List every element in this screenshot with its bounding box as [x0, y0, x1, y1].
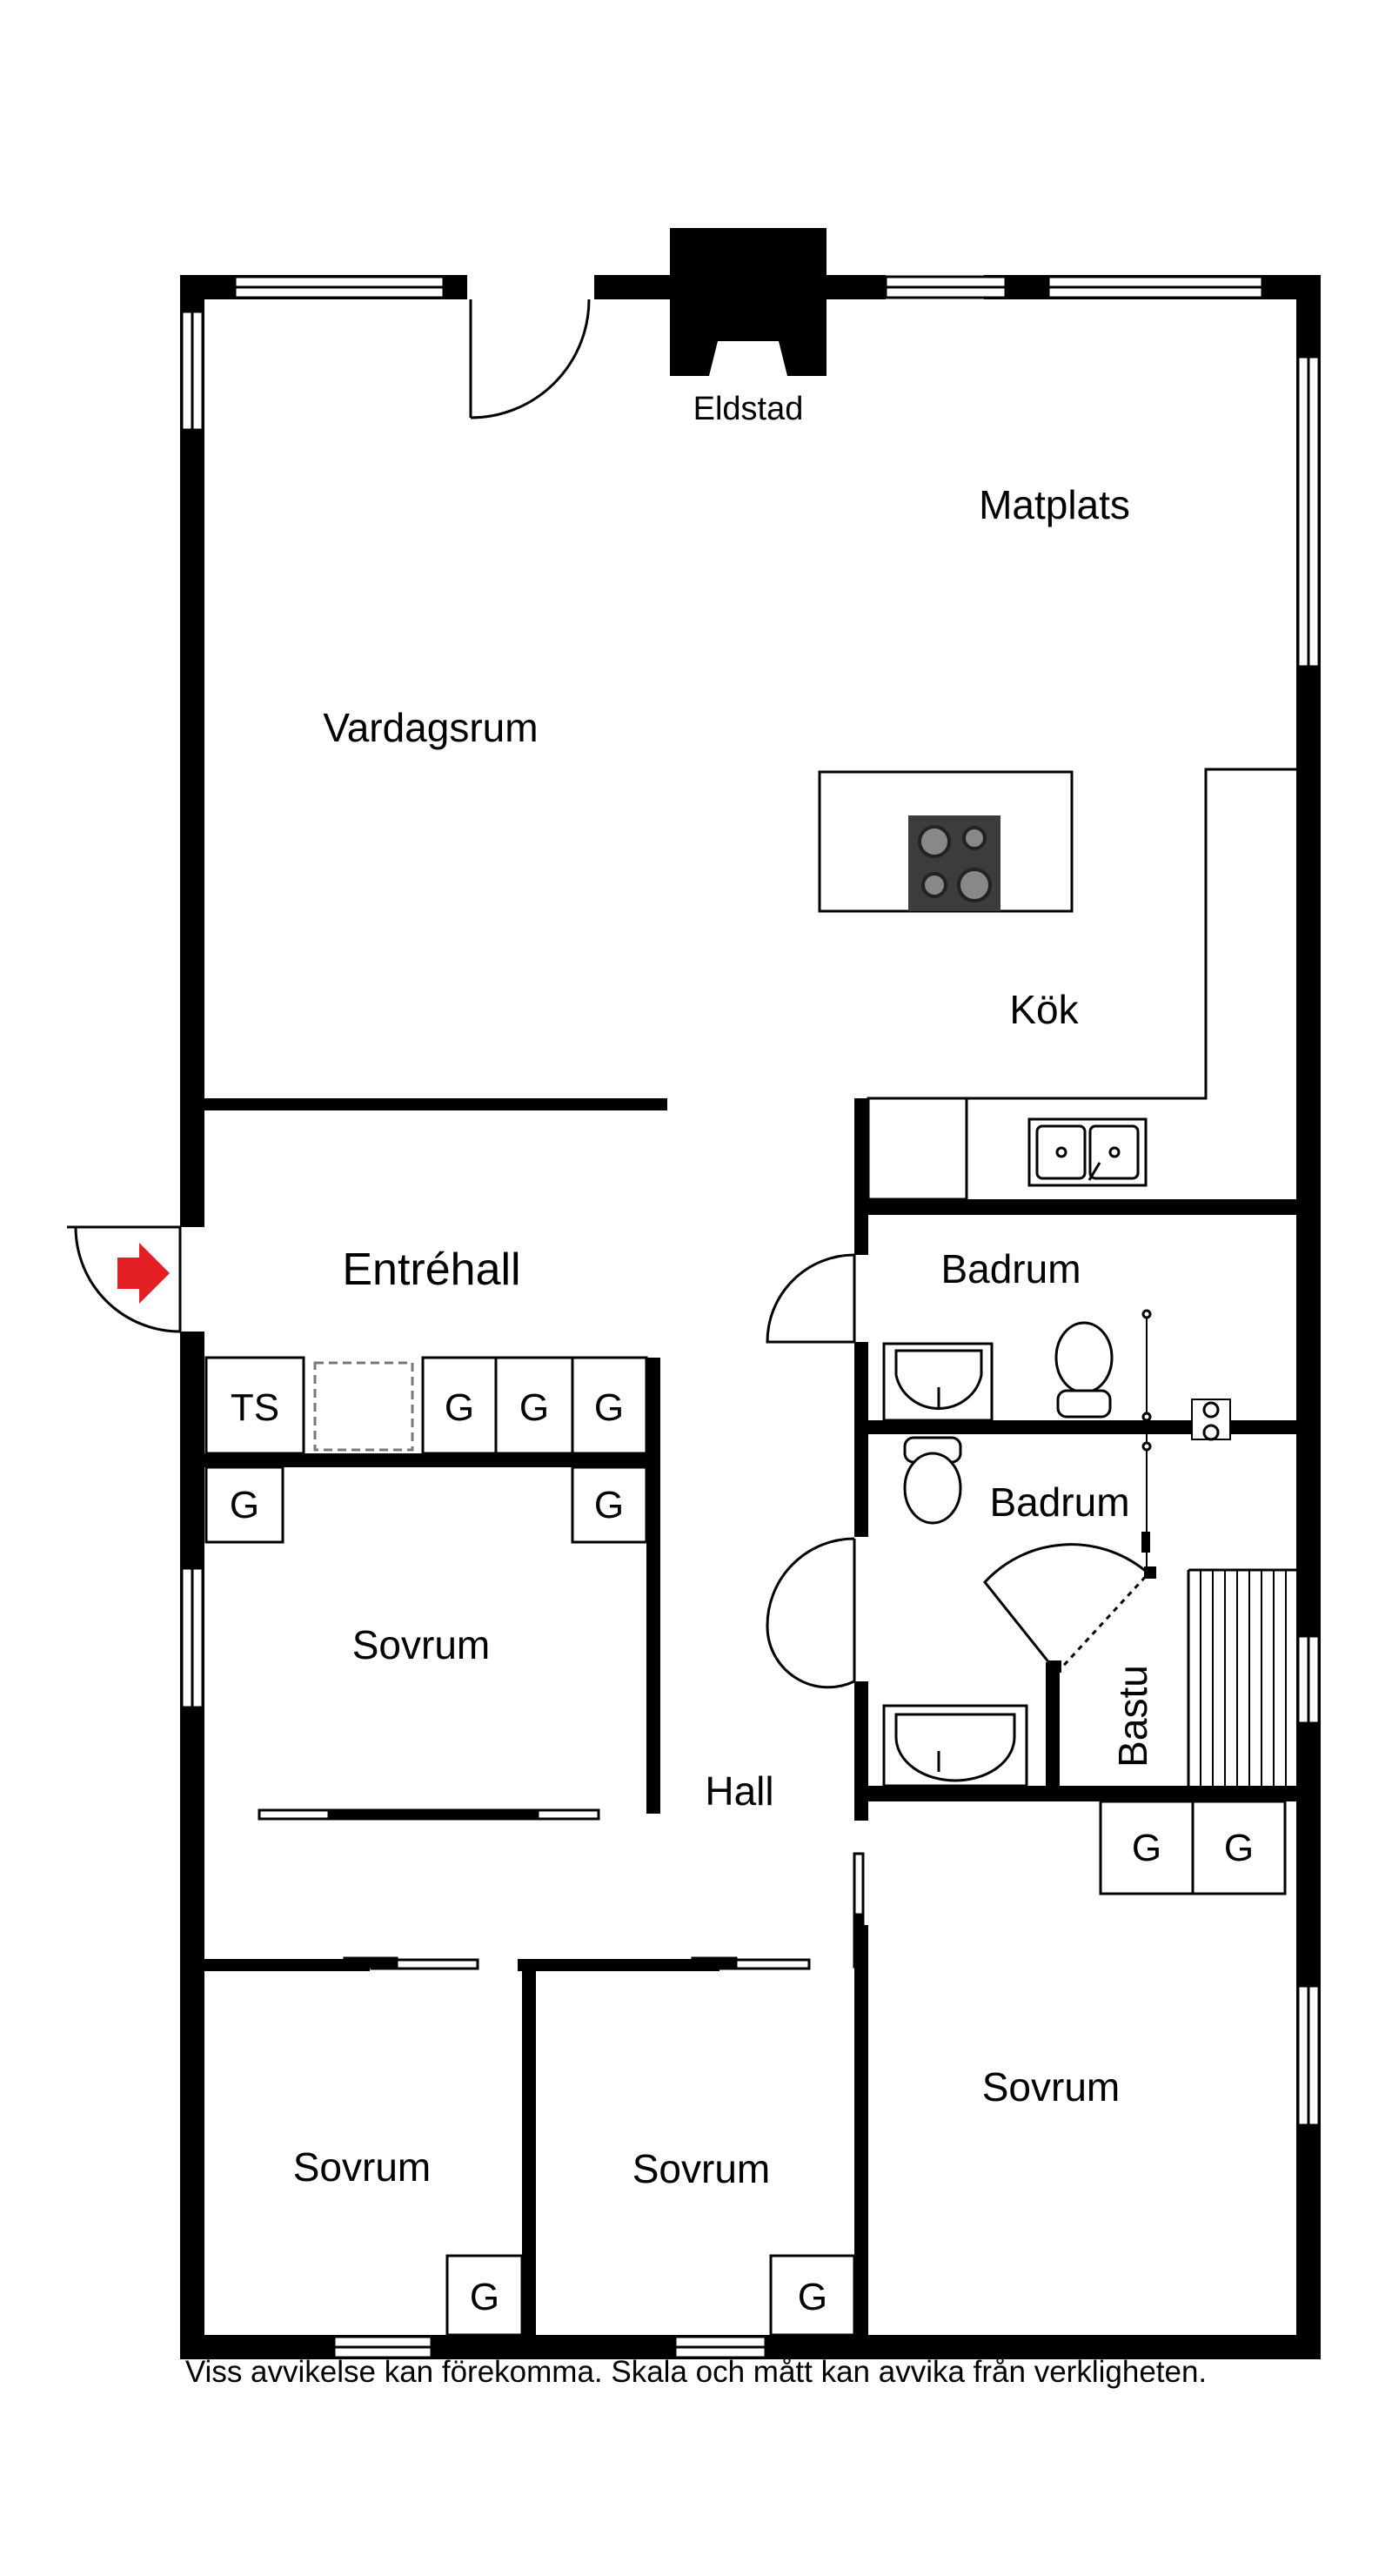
- sauna-benches: [1187, 1568, 1296, 1786]
- bathroom-doors[interactable]: [766, 1253, 856, 1689]
- label-badrum-2: Badrum: [989, 1479, 1129, 1525]
- label-wardrobe-7: G: [1224, 1827, 1254, 1869]
- interior-walls: [204, 1098, 1296, 2335]
- label-badrum-1: Badrum: [940, 1246, 1081, 1291]
- label-ts: TS: [231, 1386, 279, 1429]
- stove: [908, 815, 1000, 911]
- fireplace: [670, 228, 826, 376]
- label-wardrobe-6: G: [1132, 1827, 1161, 1869]
- kitchen-counters: [818, 768, 1296, 1201]
- windows: [180, 275, 1321, 2359]
- outer-walls: [180, 275, 1321, 2359]
- label-wardrobe-8: G: [470, 2276, 499, 2318]
- kitchen-sink: [1027, 1117, 1148, 1187]
- label-vardagsrum: Vardagsrum: [323, 705, 538, 750]
- entrance-arrow-icon: [117, 1243, 170, 1304]
- label-kok: Kök: [1009, 987, 1079, 1032]
- label-entrehall: Entréhall: [342, 1244, 520, 1295]
- label-wardrobe-5: G: [594, 1484, 624, 1526]
- sliding-doors[interactable]: [258, 1808, 865, 1970]
- label-wardrobe-2: G: [519, 1386, 549, 1429]
- closet-row: [204, 1356, 648, 1544]
- label-wardrobe-3: G: [594, 1386, 624, 1429]
- label-sovrum-3: Sovrum: [293, 2144, 431, 2190]
- label-sovrum-1: Sovrum: [352, 1622, 490, 1667]
- label-wardrobe-4: G: [230, 1484, 259, 1526]
- disclaimer-text: Viss avvikelse kan förekomma. Skala och …: [184, 2355, 1208, 2389]
- label-wardrobe-9: G: [798, 2276, 827, 2318]
- label-matplats: Matplats: [979, 482, 1130, 527]
- label-sovrum-2: Sovrum: [982, 2064, 1120, 2110]
- living-room-door[interactable]: [469, 299, 591, 419]
- sauna-door[interactable]: [983, 1543, 1156, 1674]
- label-wardrobe-1: G: [445, 1386, 474, 1429]
- entrance-door[interactable]: [67, 1225, 182, 1333]
- label-eldstad: Eldstad: [693, 391, 804, 427]
- label-hall: Hall: [705, 1768, 773, 1814]
- label-sovrum-4: Sovrum: [632, 2146, 770, 2191]
- bath2-fixtures: [882, 1436, 1028, 1788]
- label-bastu: Bastu: [1110, 1665, 1155, 1768]
- bath1-fixtures: [882, 1309, 1231, 1575]
- bedroom-wardrobes: [445, 1800, 1287, 2337]
